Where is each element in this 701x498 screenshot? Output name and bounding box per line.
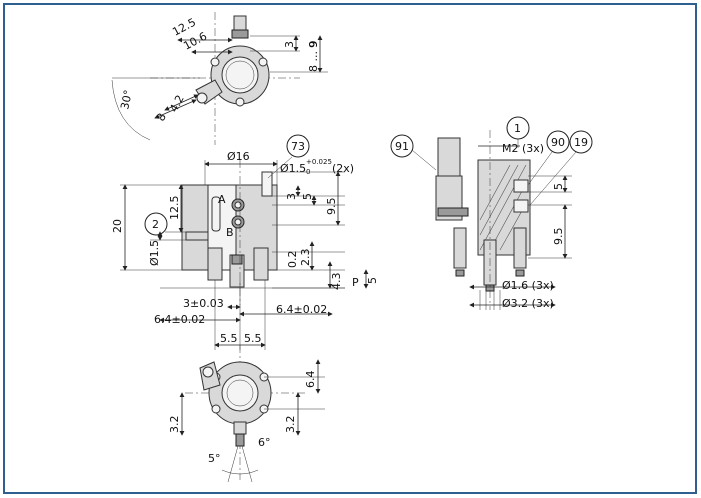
front-dim-4-3: 4.3 [330,273,343,291]
sheet-frame [3,3,697,494]
top-dim-8-9: 8 ... 9 [307,41,320,72]
balloon-19-text: 19 [574,136,588,149]
top-dim-3: 3 [283,41,296,48]
bottom-dim-3-2-right: 3.2 [284,416,297,434]
label-b: B [226,226,234,239]
front-dim-tol-upper: +0.025 [306,158,332,166]
balloon-73-text: 73 [291,140,305,153]
balloon-19 [569,130,593,154]
front-dim-20: 20 [111,219,124,233]
front-dim-d16: Ø16 [227,150,250,163]
front-dim-5b: 5 [366,277,379,284]
balloon-90-text: 90 [551,136,565,149]
bottom-dim-5deg: 5° [208,452,221,465]
front-dim-2-3: 2.3 [299,249,312,267]
front-dim-d1-5: Ø1.5 [148,240,161,266]
front-dim-p: P [352,276,359,289]
front-dim-3: 3 [285,193,298,200]
dim-5-5-b: 5.5 [244,332,262,345]
balloon-2-text: 2 [152,218,159,231]
balloon-73 [286,134,310,158]
side-dim-d3-2: Ø3.2 (3x) [502,297,554,310]
side-dim-5: 5 [552,183,565,190]
dim-6-4-left: 6.4±0.02 [154,313,205,326]
front-dim-5: 5 [301,193,314,200]
dim-6-4-right: 6.4±0.02 [276,303,327,316]
balloon-91-text: 91 [395,140,409,153]
balloon-1-text: 1 [514,122,521,135]
balloon-90 [546,130,570,154]
front-dim-0-2: 0.2 [286,251,299,269]
bottom-view: 5° 6° 6.4 3.2 3.2 [168,345,325,483]
balloon-2 [144,212,168,236]
balloon-91 [390,134,414,158]
front-dim-tol-count: (2x) [332,162,354,175]
front-dim-9-5: 9.5 [325,198,338,216]
front-view: A B Ø16 Ø1.5 +0.025 0 (2x) 73 20 12.5 [111,134,379,305]
top-dim-30deg: 30° [118,89,135,111]
bottom-dim-6deg: 6° [258,436,271,449]
top-view: 12.5 10.6 3 9 8 ... 9 30° 4.2 8 [111,12,328,145]
side-dim-9-5: 9.5 [552,228,565,246]
dim-5-5-a: 5.5 [220,332,238,345]
dim-3-003: 3±0.03 [183,297,224,310]
top-dim-9: 9 [307,41,320,48]
label-a: A [218,193,226,206]
front-dim-12-5: 12.5 [168,196,181,221]
middle-dimensions: 3±0.03 6.4±0.02 6.4±0.02 5.5 5.5 [154,280,333,350]
side-dim-d1-6: Ø1.6 (3x) [502,279,554,292]
side-dim-m2: M2 (3x) [502,142,544,155]
bottom-dim-6-4: 6.4 [304,371,317,389]
side-view: M2 (3x) 91 1 90 19 5 9.5 Ø1.6 (3x) Ø3.2 … [390,116,593,310]
bottom-dim-3-2-left: 3.2 [168,416,181,434]
